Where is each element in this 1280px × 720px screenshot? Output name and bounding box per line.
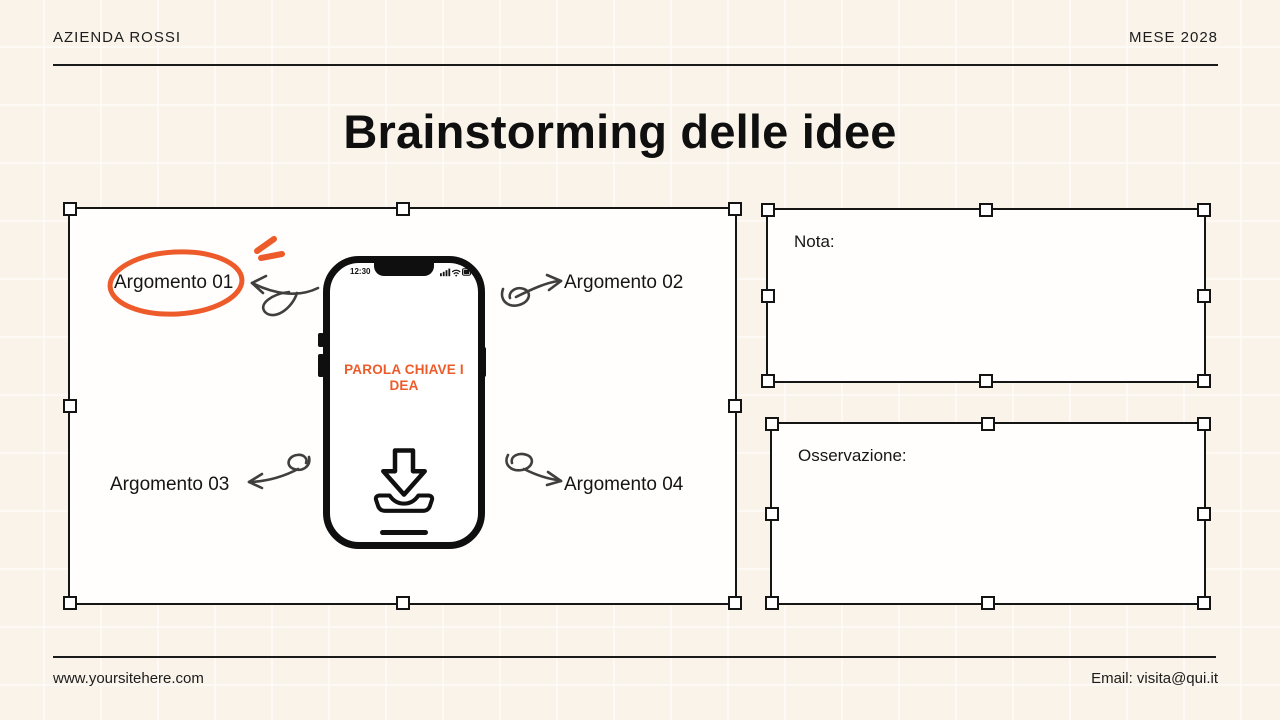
keyword-line-2: DEA bbox=[389, 378, 419, 393]
wifi-icon bbox=[451, 269, 461, 275]
website-link[interactable]: www.yoursitehere.com bbox=[53, 670, 204, 687]
topic-label-2[interactable]: Argomento 02 bbox=[564, 272, 684, 293]
selection-handle[interactable] bbox=[1197, 374, 1211, 388]
topic-label-4[interactable]: Argomento 04 bbox=[564, 474, 684, 495]
phone-home-indicator bbox=[380, 530, 428, 535]
selection-handle[interactable] bbox=[761, 288, 775, 303]
selection-handle[interactable] bbox=[1197, 288, 1211, 303]
phone-status-time: 12:30 bbox=[350, 267, 371, 276]
selection-handle[interactable] bbox=[63, 399, 77, 413]
selection-handle[interactable] bbox=[979, 374, 993, 388]
selection-handle[interactable] bbox=[761, 203, 775, 217]
phone-side-button bbox=[318, 354, 324, 377]
selection-handle[interactable] bbox=[1197, 506, 1211, 521]
selection-handle[interactable] bbox=[728, 399, 742, 413]
footer-divider bbox=[53, 656, 1216, 658]
selection-handle[interactable] bbox=[981, 596, 995, 610]
phone-status-icons bbox=[440, 268, 472, 277]
selection-handle[interactable] bbox=[63, 202, 77, 216]
selection-handle[interactable] bbox=[395, 202, 410, 216]
observation-box[interactable]: Osservazione: bbox=[765, 417, 1211, 610]
selection-handle[interactable] bbox=[981, 417, 995, 431]
selection-handle[interactable] bbox=[1197, 203, 1211, 217]
note-box[interactable]: Nota: bbox=[761, 203, 1211, 388]
keyword-line-1: PAROLA CHIAVE I bbox=[344, 362, 464, 377]
selection-handle[interactable] bbox=[395, 596, 410, 610]
battery-icon bbox=[462, 268, 472, 276]
selection-handle[interactable] bbox=[63, 596, 77, 610]
selection-handle[interactable] bbox=[1197, 417, 1211, 431]
download-icon bbox=[373, 448, 435, 513]
selection-handle[interactable] bbox=[728, 202, 742, 216]
observation-label[interactable]: Osservazione: bbox=[798, 446, 907, 465]
selection-handle[interactable] bbox=[761, 374, 775, 388]
company-name[interactable]: AZIENDA ROSSI bbox=[53, 29, 182, 46]
phone-side-button bbox=[318, 333, 324, 347]
phone-keyword-text: PAROLA CHIAVE I DEA bbox=[330, 362, 478, 394]
slide-title[interactable]: Brainstorming delle idee bbox=[343, 105, 897, 158]
email-label[interactable]: Email: visita@qui.it bbox=[1091, 670, 1218, 687]
selection-handle[interactable] bbox=[765, 596, 779, 610]
selection-handle[interactable] bbox=[728, 596, 742, 610]
selection-handle[interactable] bbox=[979, 203, 993, 217]
topic-label-1[interactable]: Argomento 01 bbox=[114, 272, 234, 293]
date-label[interactable]: MESE 2028 bbox=[1128, 29, 1218, 46]
selection-handle[interactable] bbox=[765, 417, 779, 431]
selection-handle[interactable] bbox=[1197, 596, 1211, 610]
selection-handle[interactable] bbox=[765, 506, 779, 521]
note-label[interactable]: Nota: bbox=[794, 232, 835, 251]
phone-illustration[interactable]: 12:30 PAROLA CHIAVE I DEA bbox=[323, 256, 485, 549]
header-divider bbox=[53, 64, 1218, 66]
topic-label-3[interactable]: Argomento 03 bbox=[110, 474, 230, 495]
phone-notch bbox=[374, 262, 434, 276]
